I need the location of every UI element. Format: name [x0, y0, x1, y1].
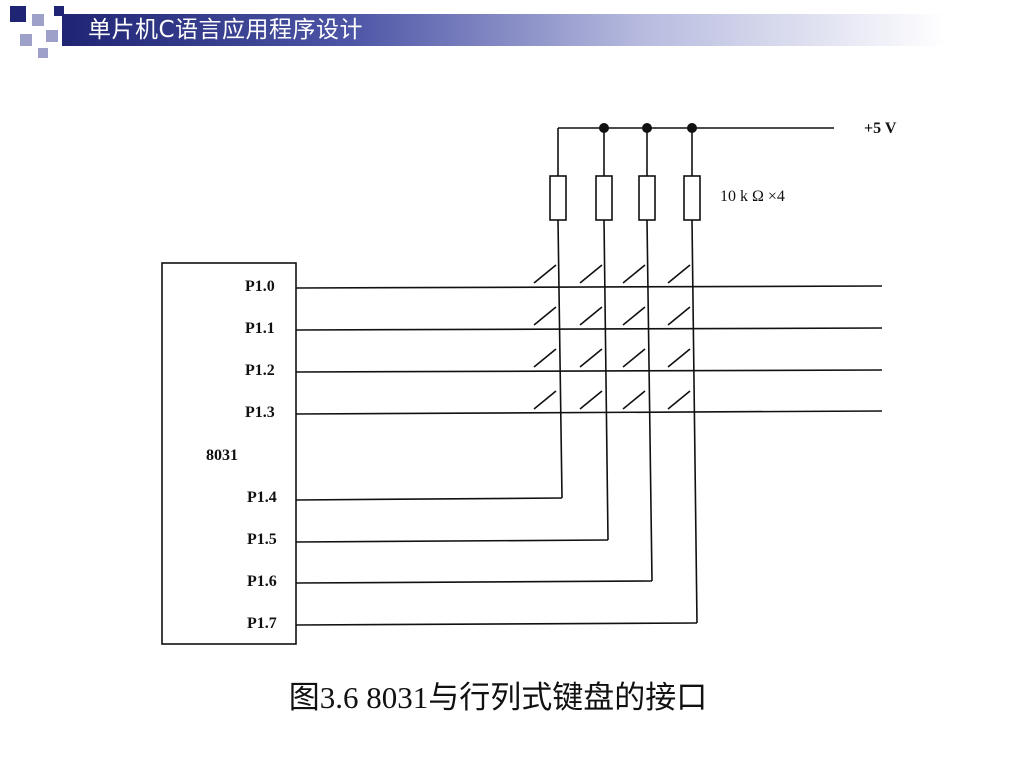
- key-switch: [667, 306, 691, 326]
- key-switch: [622, 348, 646, 368]
- key-switch: [667, 264, 691, 284]
- slide-title: 单片机C语言应用程序设计: [88, 17, 364, 43]
- slide-header: 单片机C语言应用程序设计: [0, 0, 1024, 62]
- pin-label-row: P1.0: [245, 278, 275, 295]
- decor-square: [46, 30, 58, 42]
- column-line: [295, 539, 609, 543]
- key-switch: [533, 390, 557, 410]
- key-switch: [533, 348, 557, 368]
- pin-label-row: P1.1: [245, 320, 275, 337]
- pullup-resistor: [595, 175, 613, 221]
- figure-caption: 图3.6 8031与行列式键盘的接口: [288, 680, 708, 715]
- pin-label-row: P1.2: [245, 362, 275, 379]
- row-line: [295, 327, 883, 331]
- column-line: [646, 219, 653, 582]
- decor-square: [32, 14, 44, 26]
- pullup-resistor: [683, 175, 701, 221]
- pin-label-col: P1.4: [247, 489, 277, 506]
- row-line: [295, 285, 883, 289]
- column-line: [295, 497, 563, 501]
- key-switch: [579, 306, 603, 326]
- key-switch: [579, 348, 603, 368]
- key-switches: [533, 264, 691, 410]
- supply-label: +5 V: [864, 120, 897, 137]
- column-line: [603, 219, 609, 541]
- row-line: [295, 410, 883, 415]
- key-switch: [622, 390, 646, 410]
- pin-label-col: P1.7: [247, 615, 277, 632]
- key-switch: [622, 306, 646, 326]
- title-bar: [62, 14, 1024, 46]
- resistor-label: 10 k Ω ×4: [720, 188, 785, 205]
- chip-label: 8031: [206, 447, 238, 464]
- column-line: [295, 580, 653, 584]
- decor-square: [38, 48, 48, 58]
- decor-square: [20, 34, 32, 46]
- decor-square: [10, 6, 26, 22]
- key-switch: [579, 390, 603, 410]
- key-switch: [622, 264, 646, 284]
- pullup-resistor: [549, 175, 567, 221]
- key-switch: [667, 348, 691, 368]
- pin-label-row: P1.3: [245, 404, 275, 421]
- key-switch: [533, 306, 557, 326]
- row-line: [295, 369, 883, 373]
- pin-label-col: P1.6: [247, 573, 277, 590]
- junction-dot: [687, 123, 697, 133]
- key-switch: [667, 390, 691, 410]
- figure-caption-wrap: 图3.6 8031与行列式键盘的接口: [0, 672, 1024, 717]
- key-switch: [533, 264, 557, 284]
- column-line: [295, 622, 698, 626]
- junction-dot: [599, 123, 609, 133]
- decor-square: [54, 6, 64, 16]
- column-line: [691, 219, 698, 624]
- pin-label-col: P1.5: [247, 531, 277, 548]
- key-switch: [579, 264, 603, 284]
- chip-body: [161, 262, 297, 645]
- pullup-resistor: [638, 175, 656, 221]
- column-line: [557, 219, 563, 499]
- junction-dot: [642, 123, 652, 133]
